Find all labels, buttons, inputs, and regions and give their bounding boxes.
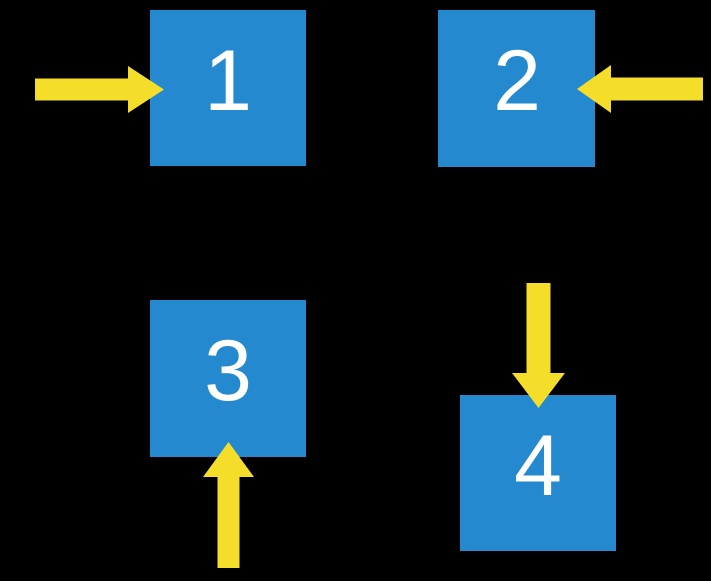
node-box-2[interactable] bbox=[438, 10, 595, 167]
arrow-down-icon bbox=[511, 283, 565, 408]
arrow-up-icon bbox=[202, 442, 254, 568]
node-box-1[interactable] bbox=[150, 10, 306, 166]
node-label-1: 1 bbox=[204, 33, 252, 129]
node-box-3[interactable] bbox=[150, 300, 306, 457]
arrow-left-icon bbox=[577, 65, 703, 113]
node-label-2: 2 bbox=[493, 33, 541, 129]
node-label-3: 3 bbox=[204, 323, 252, 419]
node-label-4: 4 bbox=[514, 418, 562, 514]
arrow-right-icon bbox=[35, 65, 164, 113]
node-box-4[interactable] bbox=[460, 395, 616, 551]
